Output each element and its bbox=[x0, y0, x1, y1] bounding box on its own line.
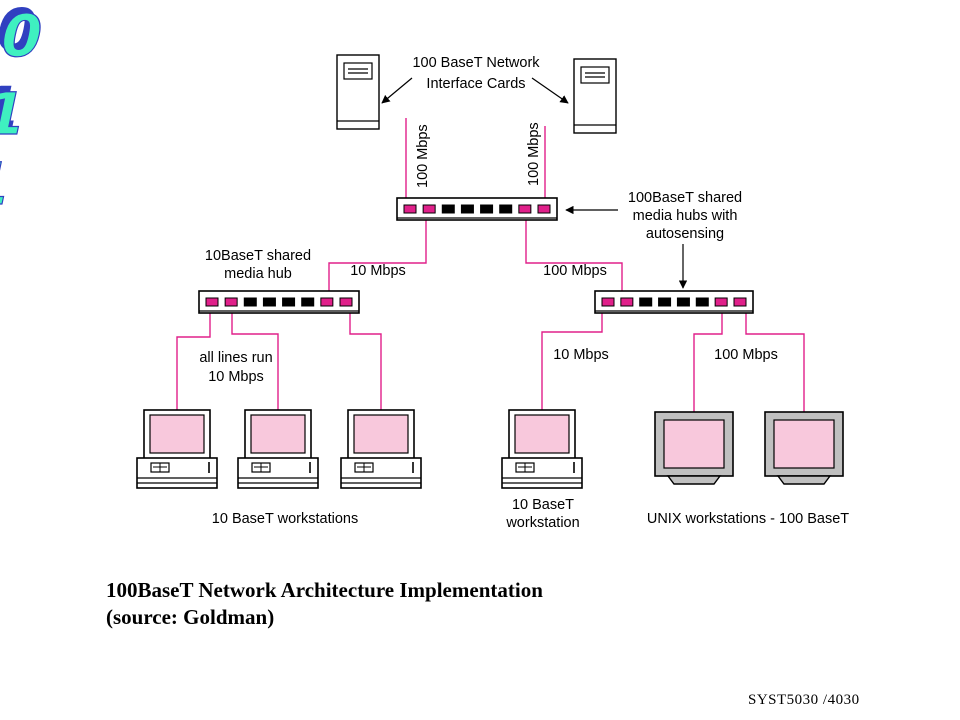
hub-port bbox=[695, 297, 709, 307]
pc-screen bbox=[514, 414, 570, 454]
hub-port-active bbox=[601, 297, 615, 307]
nic-label-line1: 100 BaseT Network bbox=[412, 55, 540, 71]
binary-digit: 11 bbox=[0, 75, 33, 149]
hub-port-active bbox=[339, 297, 353, 307]
hub-port bbox=[282, 297, 296, 307]
link-hub-ws2 bbox=[231, 310, 279, 410]
hub-port bbox=[639, 297, 653, 307]
pc-workstation bbox=[501, 409, 583, 489]
all-lines-label-line1: all lines run bbox=[199, 350, 272, 366]
hub-port-active bbox=[518, 204, 532, 214]
hub-port-active bbox=[733, 297, 747, 307]
unix-screen bbox=[773, 419, 835, 469]
svg-text:1: 1 bbox=[0, 221, 2, 288]
right-hub-right-speed-label: 100 Mbps bbox=[714, 347, 778, 363]
unix-monitor bbox=[654, 411, 734, 485]
pc-workstation bbox=[237, 409, 319, 489]
link-core-hub-right-hub bbox=[525, 218, 623, 298]
link-hub-unix2 bbox=[745, 310, 805, 412]
tenbaset-hub-label-line2: media hub bbox=[224, 266, 292, 282]
hub-port-active bbox=[224, 297, 238, 307]
pc-workstation bbox=[136, 409, 218, 489]
server-left-speed-label: 100 Mbps bbox=[415, 124, 431, 188]
hub-port bbox=[441, 204, 455, 214]
server-right bbox=[573, 58, 617, 134]
hub-body bbox=[198, 290, 360, 314]
hub-port bbox=[658, 297, 672, 307]
hub-body bbox=[396, 197, 558, 221]
hub-body bbox=[594, 290, 754, 314]
ws10-group-label: 10 BaseT workstations bbox=[212, 511, 358, 527]
figure-caption: 100BaseT Network Architecture Implementa… bbox=[106, 577, 543, 631]
hub-port-active bbox=[714, 297, 728, 307]
svg-text:1: 1 bbox=[0, 81, 32, 148]
hub-port bbox=[243, 297, 257, 307]
unix-monitor bbox=[764, 411, 844, 485]
link-core-hub-10baset-hub bbox=[328, 218, 427, 298]
connection-lines bbox=[176, 118, 805, 412]
arrow-nic-left bbox=[381, 77, 413, 104]
svg-text:1: 1 bbox=[0, 151, 17, 218]
binary-digit: 11 bbox=[0, 220, 3, 288]
hub-port bbox=[262, 297, 276, 307]
svg-text:0: 0 bbox=[0, 3, 49, 70]
link-hub-ws4 bbox=[541, 310, 603, 410]
pc-screen bbox=[353, 414, 409, 454]
binary-digit: 00 bbox=[0, 0, 49, 70]
link-hub-unix1 bbox=[693, 310, 723, 412]
shared-hubs-label-line3: autosensing bbox=[646, 226, 724, 242]
link-hub-ws1 bbox=[176, 310, 211, 410]
shared-hubs-label-line2: media hubs with bbox=[633, 208, 738, 224]
pc-screen bbox=[250, 414, 306, 454]
binary-decoration: 00111111001111110011 bbox=[0, 0, 49, 288]
hub-10baset bbox=[198, 290, 360, 314]
right-link-speed-label: 100 Mbps bbox=[543, 263, 607, 279]
left-link-speed-label: 10 Mbps bbox=[350, 263, 406, 279]
right-hub-left-speed-label: 10 Mbps bbox=[553, 347, 609, 363]
pc-workstation bbox=[340, 409, 422, 489]
course-code-footer: SYST5030 /4030 bbox=[748, 692, 860, 708]
link-hub-ws3 bbox=[349, 310, 382, 410]
nic-label-line2: Interface Cards bbox=[426, 76, 525, 92]
ws10-single-label-line1: 10 BaseT bbox=[512, 497, 574, 513]
hub-port bbox=[499, 204, 513, 214]
hub-port-active bbox=[205, 297, 219, 307]
hub-port bbox=[676, 297, 690, 307]
ws10-single-label-line2: workstation bbox=[505, 515, 579, 531]
hub-port bbox=[480, 204, 494, 214]
hub-port-active bbox=[422, 204, 436, 214]
hub-port bbox=[460, 204, 474, 214]
unix-screen bbox=[663, 419, 725, 469]
hub-port-active bbox=[320, 297, 334, 307]
hub-port bbox=[301, 297, 315, 307]
hub-100baset-core bbox=[396, 197, 558, 221]
hub-port-active bbox=[537, 204, 551, 214]
unix-workstations bbox=[654, 411, 844, 485]
shared-hubs-label-line1: 100BaseT shared bbox=[628, 190, 742, 206]
caption-line-1: 100BaseT Network Architecture Implementa… bbox=[106, 578, 543, 602]
all-lines-label-line2: 10 Mbps bbox=[208, 369, 264, 385]
arrow-nic-right bbox=[531, 77, 569, 104]
hub-port-active bbox=[403, 204, 417, 214]
hub-port-active bbox=[620, 297, 634, 307]
annotation-arrows bbox=[381, 77, 688, 289]
server-left bbox=[336, 54, 380, 130]
unix-group-label: UNIX workstations - 100 BaseT bbox=[647, 511, 849, 527]
binary-digit: 11 bbox=[0, 145, 18, 219]
hub-100baset-autosensing bbox=[594, 290, 754, 314]
server-right-speed-label: 100 Mbps bbox=[526, 122, 542, 186]
tenbaset-hub-label-line1: 10BaseT shared bbox=[205, 248, 311, 264]
pc-workstations bbox=[136, 409, 583, 489]
caption-line-2: (source: Goldman) bbox=[106, 605, 275, 629]
pc-screen bbox=[149, 414, 205, 454]
